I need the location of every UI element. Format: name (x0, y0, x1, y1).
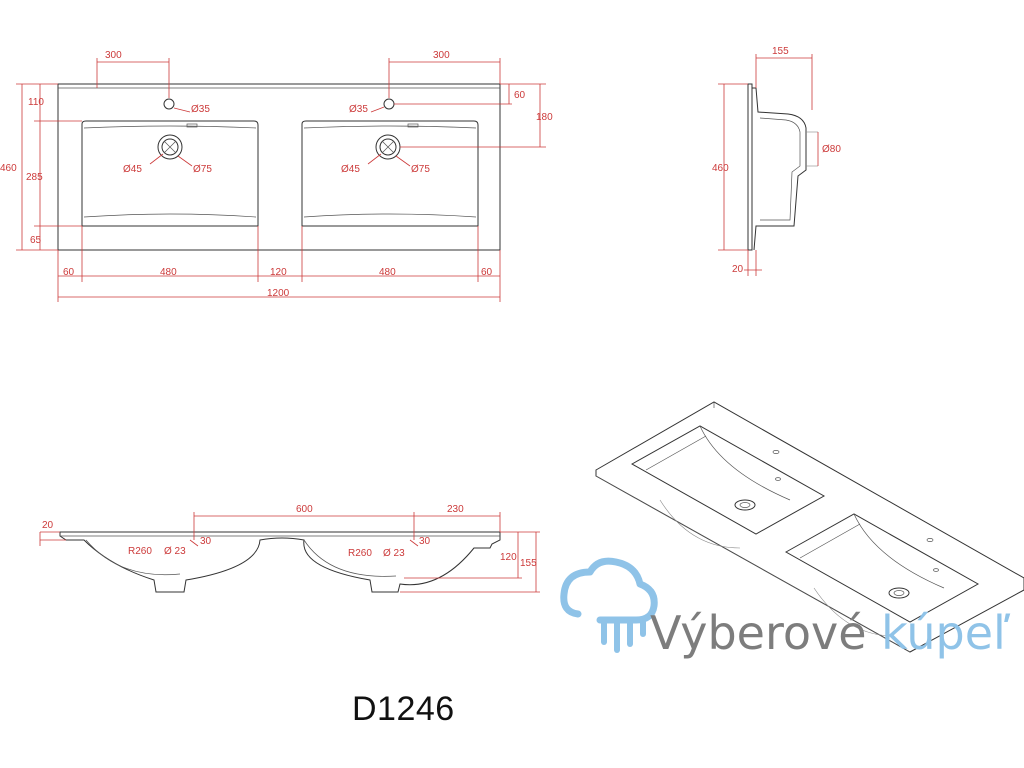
dim-front-600: 600 (296, 504, 313, 515)
dim-left-110: 110 (28, 97, 44, 108)
dim-tap-spacing-left: 300 (105, 50, 122, 61)
dim-front-230: 230 (447, 504, 464, 515)
dim-front-hole-left: Ø 23 (164, 546, 186, 557)
dim-tap-hole-left: Ø35 (191, 104, 210, 115)
top-view: 300 300 Ø35 Ø35 Ø45 Ø75 Ø45 Ø75 460 110 … (0, 50, 553, 302)
dim-front-radius-right: R260 (348, 548, 372, 559)
front-view: 20 600 230 R260 R260 Ø 23 Ø 23 30 30 120… (39, 504, 540, 593)
tap-hole-right (383, 98, 395, 110)
dim-tap-spacing-right: 300 (433, 50, 450, 61)
top-view-basin-right (301, 120, 479, 227)
dim-drain-inner-left: Ø45 (123, 164, 142, 175)
dim-side-20: 20 (732, 264, 744, 275)
dim-right-60: 60 (514, 90, 526, 101)
drain-left (157, 134, 183, 160)
dim-front-20: 20 (42, 520, 54, 531)
dim-front-120: 120 (500, 552, 517, 563)
dim-drain-outer-right: Ø75 (411, 164, 430, 175)
dim-bottom-60a: 60 (63, 267, 75, 278)
dim-bottom-60b: 60 (481, 267, 493, 278)
brand-logo-part2: kúpeľ (881, 606, 1011, 660)
dim-side-460: 460 (712, 163, 729, 174)
isometric-view (595, 401, 1024, 653)
model-code: D1246 (352, 690, 455, 728)
shower-cloud-icon (560, 557, 658, 653)
dim-bottom-480b: 480 (379, 267, 396, 278)
dim-bottom-120: 120 (270, 267, 287, 278)
brand-logo-text: Výberové kúpeľ (650, 606, 1010, 660)
iso-drain-1 (734, 499, 756, 511)
dim-left-65: 65 (30, 235, 42, 246)
dim-front-hole-right: Ø 23 (383, 548, 405, 559)
front-view-outline (59, 531, 501, 593)
dim-left-460: 460 (0, 163, 17, 174)
dim-side-155: 155 (772, 46, 789, 57)
tap-hole-left (163, 98, 175, 110)
dim-drain-inner-right: Ø45 (341, 164, 360, 175)
dim-drain-outer-left: Ø75 (193, 164, 212, 175)
iso-drain-2 (888, 587, 910, 599)
dim-left-285: 285 (26, 172, 43, 183)
side-view-outline (752, 87, 807, 251)
dim-total-1200: 1200 (267, 288, 290, 299)
dim-side-drain-80: Ø80 (822, 144, 841, 155)
top-view-outline (57, 83, 501, 251)
dim-front-radius-left: R260 (128, 546, 152, 557)
iso-basin-1 (630, 425, 826, 535)
dim-front-30-right: 30 (419, 536, 431, 547)
dim-front-155: 155 (520, 558, 537, 569)
side-view: 155 460 Ø80 20 (712, 46, 841, 276)
top-view-basin-left (81, 120, 259, 227)
dim-front-30-left: 30 (200, 536, 212, 547)
dim-tap-hole-right: Ø35 (349, 104, 368, 115)
brand-logo-part1: Výberové (650, 606, 867, 660)
dim-bottom-480a: 480 (160, 267, 177, 278)
dim-right-180: 180 (536, 112, 553, 123)
iso-basin-2 (784, 513, 980, 623)
